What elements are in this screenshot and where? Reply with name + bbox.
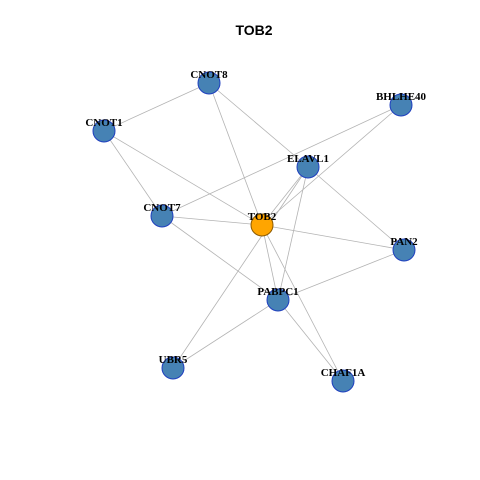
node-circle-bhlhe40[interactable] bbox=[389, 93, 413, 117]
node-label-cnot1: CNOT1 bbox=[85, 117, 122, 129]
node-layer: TOB2 CNOT8BHLHE40CNOT1ELAVL1CNOT7PAN2PABP… bbox=[85, 69, 427, 393]
node-circle-pabpc1[interactable] bbox=[266, 288, 290, 312]
node-elavl1[interactable]: ELAVL1 bbox=[287, 153, 329, 179]
node-label-chaf1a: CHAF1A bbox=[321, 367, 366, 379]
edge-pabpc1-ubr5 bbox=[172, 299, 279, 369]
edge-cnot7-pabpc1 bbox=[161, 215, 279, 301]
node-circle-cnot7[interactable] bbox=[150, 204, 174, 228]
node-label-cnot8: CNOT8 bbox=[190, 69, 228, 81]
node-pabpc1[interactable]: PABPC1 bbox=[257, 286, 299, 312]
edge-tob2-pabpc1 bbox=[261, 224, 279, 301]
node-label-ubr5: UBR5 bbox=[159, 354, 188, 366]
edge-elavl1-pabpc1 bbox=[277, 166, 309, 301]
node-ubr5[interactable]: UBR5 bbox=[159, 354, 188, 380]
edge-cnot8-elavl1 bbox=[208, 82, 309, 168]
edge-elavl1-pan2 bbox=[307, 166, 405, 251]
node-circle-cnot8[interactable] bbox=[197, 71, 221, 95]
edge-cnot7-tob2 bbox=[161, 215, 263, 226]
node-label-pan2: PAN2 bbox=[390, 236, 418, 248]
edge-elavl1-tob2 bbox=[261, 166, 309, 226]
node-circle-ubr5[interactable] bbox=[161, 356, 185, 380]
node-cnot1[interactable]: CNOT1 bbox=[85, 117, 123, 143]
node-label-elavl1: ELAVL1 bbox=[287, 153, 329, 165]
node-circle-tob2[interactable] bbox=[250, 213, 274, 237]
node-label-tob2: TOB2 bbox=[248, 211, 277, 223]
node-label-pabpc1: PABPC1 bbox=[257, 286, 298, 298]
node-circle-pan2[interactable] bbox=[392, 238, 416, 262]
edge-cnot8-cnot1 bbox=[103, 82, 210, 132]
node-circle-elavl1[interactable] bbox=[296, 155, 320, 179]
edge-cnot1-cnot7 bbox=[103, 130, 163, 217]
node-cnot7[interactable]: CNOT7 bbox=[143, 202, 181, 228]
node-bhlhe40[interactable]: BHLHE40 bbox=[376, 91, 427, 117]
node-pan2[interactable]: PAN2 bbox=[390, 236, 418, 262]
edge-layer bbox=[103, 82, 405, 382]
node-circle-cnot1[interactable] bbox=[92, 119, 116, 143]
node-chaf1a[interactable]: CHAF1A bbox=[321, 367, 366, 393]
node-cnot8[interactable]: CNOT8 bbox=[190, 69, 228, 95]
edge-cnot8-tob2 bbox=[208, 82, 263, 226]
edge-tob2-pan2 bbox=[261, 224, 405, 251]
edge-bhlhe40-cnot7 bbox=[161, 104, 402, 217]
edge-elavl1-ubr5 bbox=[172, 166, 309, 369]
node-tob2[interactable]: TOB2 bbox=[248, 211, 277, 237]
node-label-bhlhe40: BHLHE40 bbox=[376, 91, 427, 103]
edge-tob2-chaf1a bbox=[261, 224, 344, 382]
graph-title: TOB2 bbox=[235, 22, 272, 38]
node-label-cnot7: CNOT7 bbox=[143, 202, 181, 214]
edge-bhlhe40-tob2 bbox=[261, 104, 402, 226]
edge-pabpc1-chaf1a bbox=[277, 299, 344, 382]
edge-cnot1-tob2 bbox=[103, 130, 263, 226]
node-circle-chaf1a[interactable] bbox=[331, 369, 355, 393]
edge-pan2-pabpc1 bbox=[277, 249, 405, 301]
